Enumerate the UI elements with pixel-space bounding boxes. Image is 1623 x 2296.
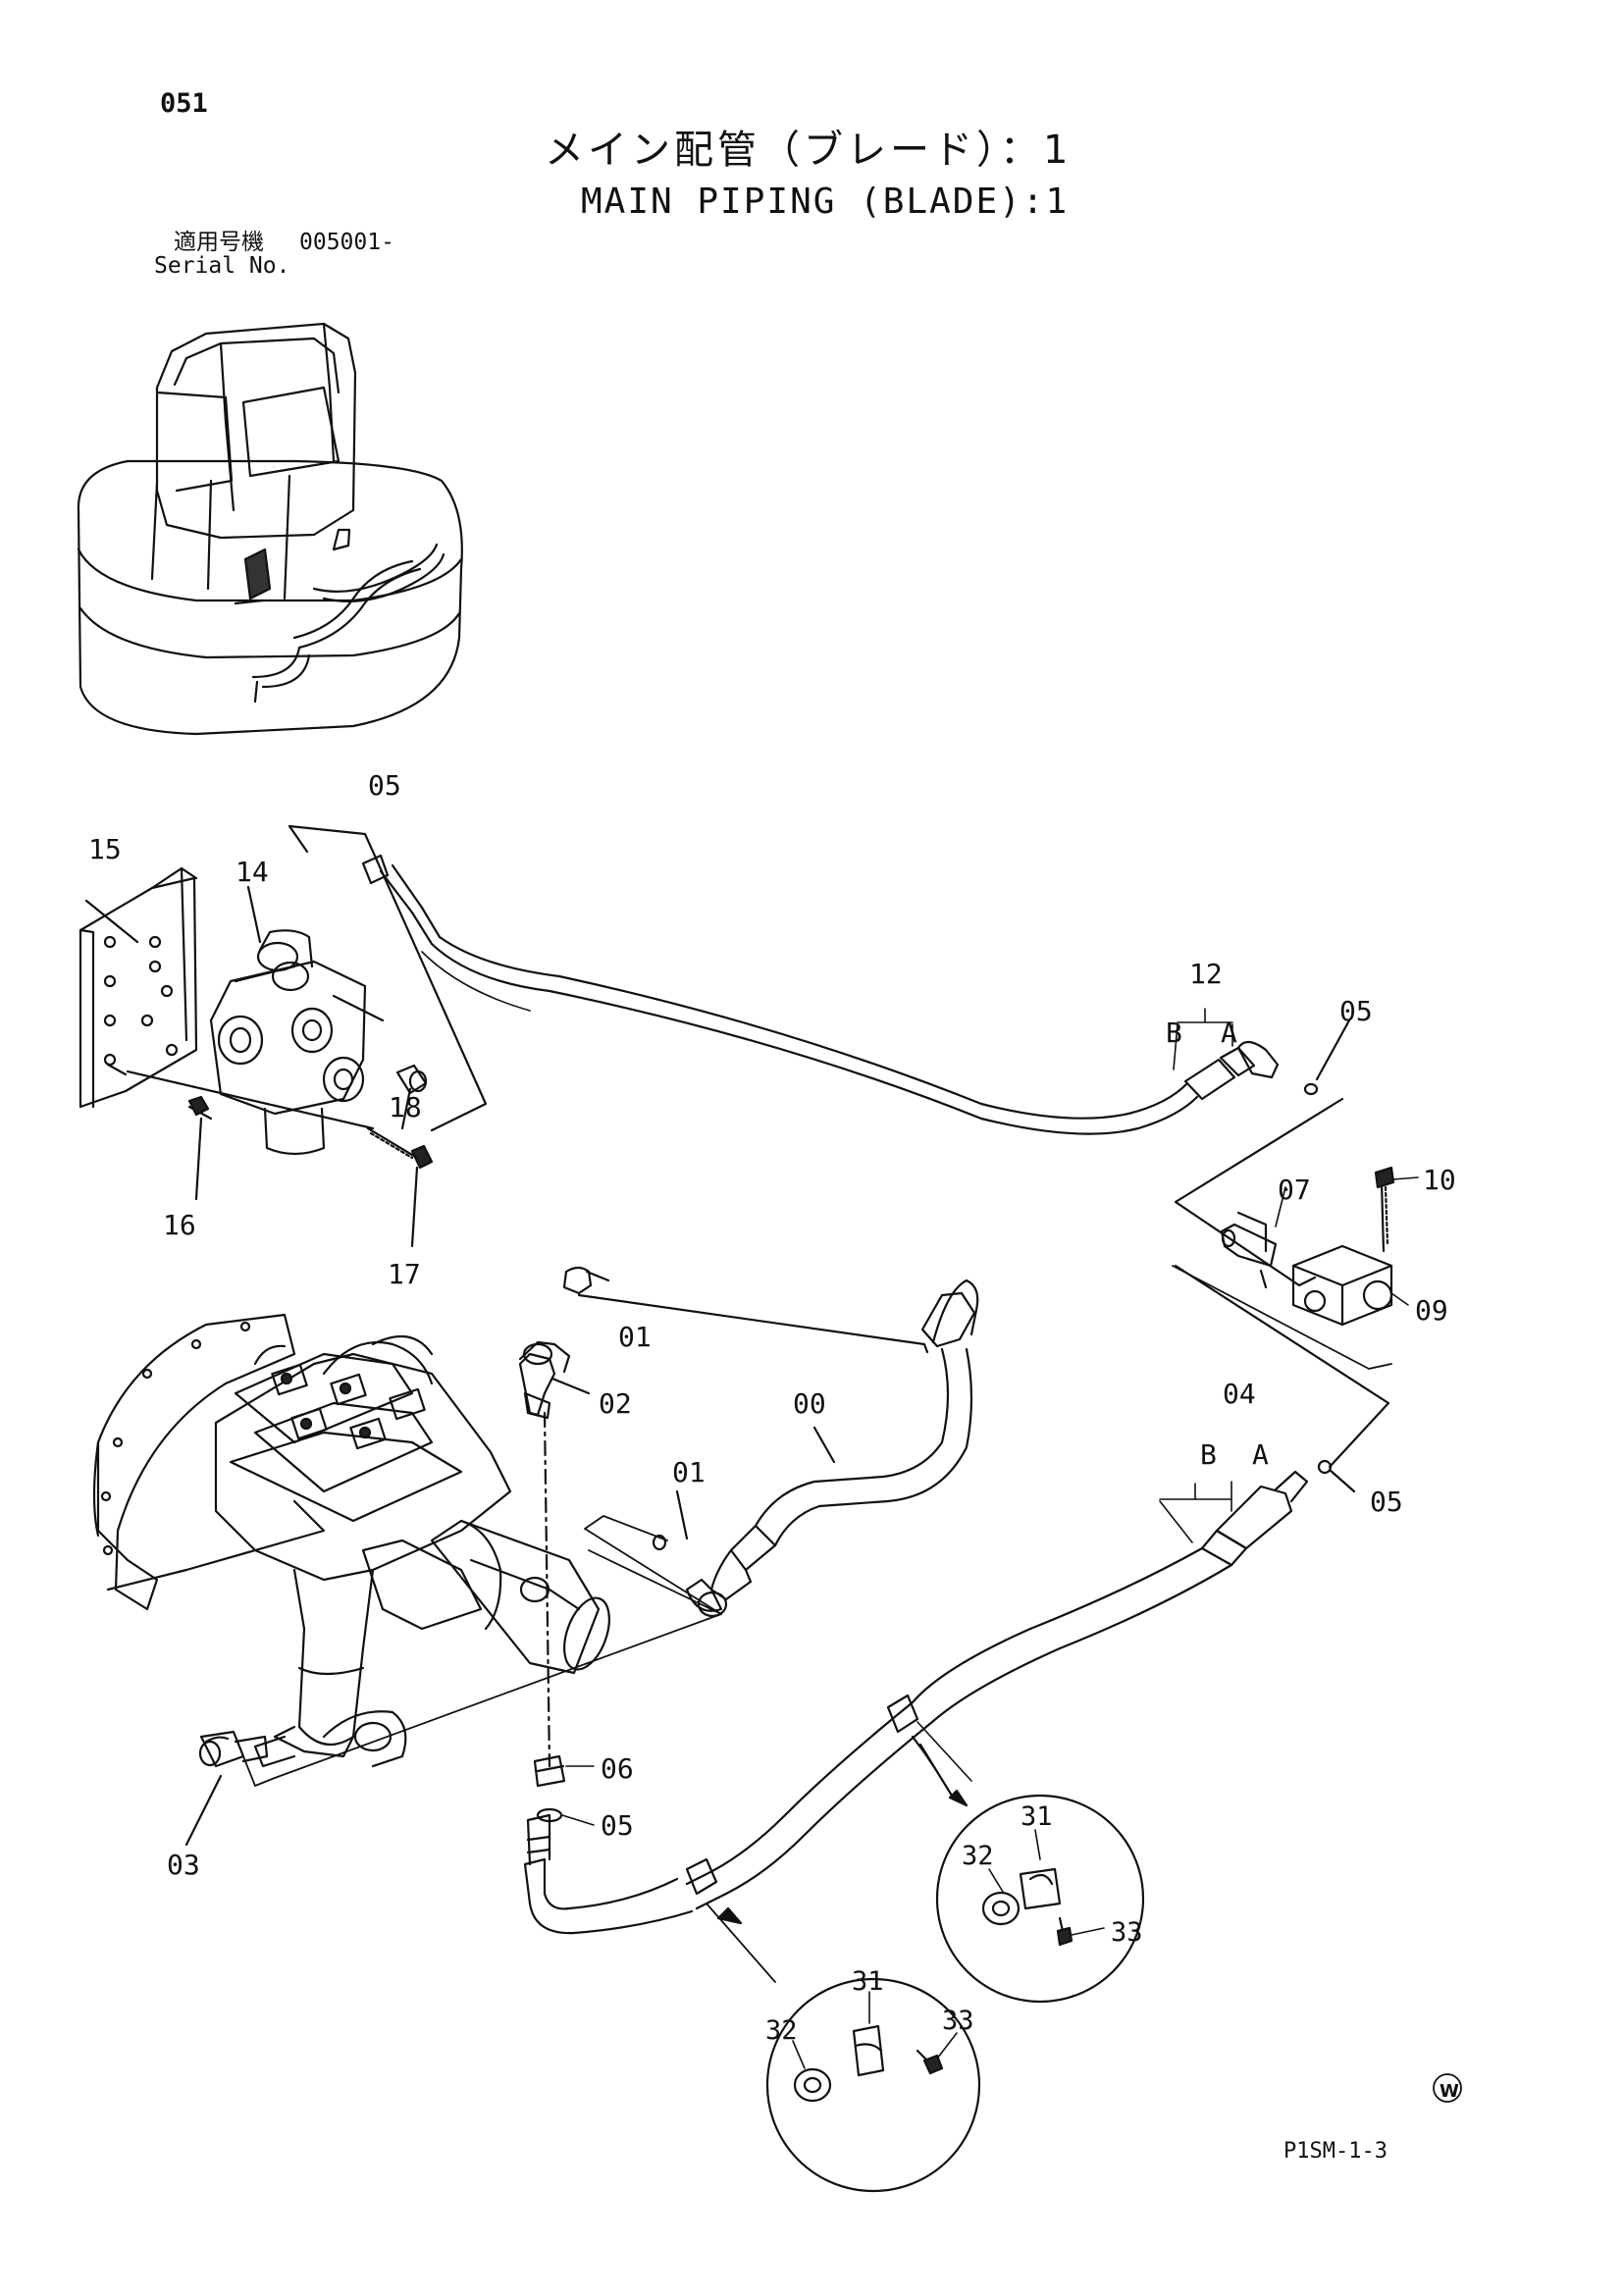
callout-32-right: 32	[962, 1841, 994, 1871]
watermark-letter: W	[1440, 2081, 1459, 2102]
callout-05-right: 05	[1339, 995, 1373, 1027]
group-line-04	[1174, 1264, 1390, 1469]
pump-assembly	[92, 1313, 722, 1787]
leader-detail-right	[916, 1721, 972, 1782]
excavator-overview	[77, 322, 463, 736]
callout-02: 02	[599, 1387, 632, 1420]
callout-03: 03	[167, 1849, 200, 1881]
guide-line-bolt	[126, 1070, 375, 1130]
serial-value: 005001-	[299, 230, 394, 255]
callout-05-low: 05	[601, 1809, 634, 1842]
callout-12-b: B	[1166, 1017, 1182, 1049]
callout-15: 15	[88, 833, 122, 865]
callout-04-b: B	[1200, 1438, 1217, 1471]
title-english: MAIN PIPING (BLADE):1	[581, 182, 1070, 222]
callout-12-a: A	[1221, 1017, 1237, 1049]
watermark-circle	[1433, 2073, 1462, 2103]
group-line-vertical	[543, 1411, 551, 1768]
serial-label-english: Serial No.	[154, 253, 290, 279]
callout-00: 00	[793, 1387, 826, 1420]
callout-31-right: 31	[1021, 1801, 1053, 1832]
callout-31-left: 31	[852, 1966, 884, 1997]
hose-12	[361, 854, 1319, 1135]
fitting-06	[533, 1754, 595, 1826]
page-number: 051	[160, 88, 208, 119]
callout-33-left: 33	[942, 2006, 974, 2036]
callout-06: 06	[601, 1752, 634, 1785]
title-japanese: メイン配管（ブレード）：1	[545, 128, 1073, 173]
leader-02	[550, 1377, 591, 1395]
leader-01-mid	[675, 1489, 689, 1540]
callout-01-top: 01	[618, 1321, 652, 1353]
leader-18	[400, 1087, 412, 1130]
leader-03	[184, 1774, 223, 1847]
callout-12: 12	[1189, 958, 1223, 990]
callout-18: 18	[389, 1091, 422, 1123]
leader-16	[194, 1117, 203, 1201]
callout-05-top: 05	[368, 769, 401, 802]
callout-05-mid: 05	[1370, 1486, 1403, 1518]
tee-block-assembly	[1172, 1097, 1419, 1370]
leader-15	[84, 899, 139, 944]
leader-05-mid	[1328, 1468, 1356, 1493]
serial-label-japanese: 適用号機	[174, 230, 264, 255]
leader-00	[812, 1426, 836, 1464]
footer-code: P1SM-1-3	[1283, 2139, 1387, 2164]
callout-07: 07	[1278, 1174, 1311, 1206]
callout-04-a: A	[1252, 1438, 1269, 1471]
callout-17: 17	[388, 1258, 421, 1290]
callout-01-mid: 01	[672, 1456, 706, 1488]
callout-16: 16	[163, 1209, 196, 1241]
hose-04	[523, 1459, 1333, 1935]
leader-05-right	[1315, 1018, 1351, 1081]
leader-01-top	[585, 1270, 610, 1282]
leader-14	[246, 885, 262, 944]
callout-04: 04	[1223, 1378, 1256, 1410]
callout-09: 09	[1415, 1294, 1448, 1327]
callout-32-left: 32	[765, 2015, 798, 2046]
detail-circle-right	[911, 1735, 1145, 2004]
callout-33-right: 33	[1111, 1917, 1143, 1948]
group-line-05-top	[288, 824, 488, 1132]
detail-circle-left	[706, 1903, 981, 2193]
hose-00	[518, 1266, 979, 1618]
callout-10: 10	[1423, 1164, 1456, 1196]
leader-05-top	[288, 824, 309, 854]
leader-17	[410, 1166, 419, 1248]
callout-14: 14	[236, 856, 269, 888]
valve-bracket-assembly	[79, 866, 434, 1170]
